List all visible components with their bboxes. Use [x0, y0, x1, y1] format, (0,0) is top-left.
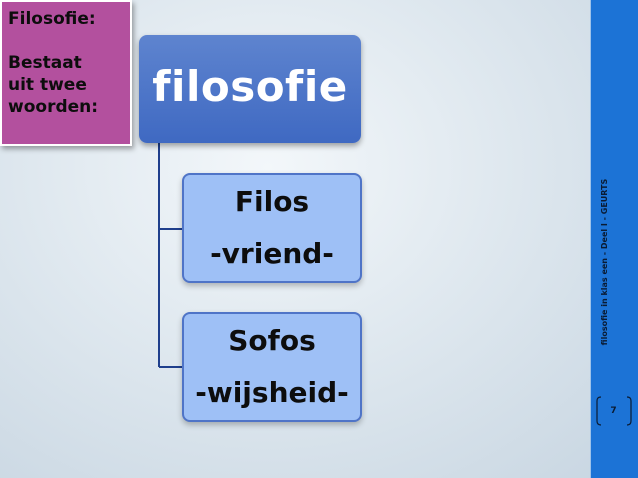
page-number: 7	[610, 406, 617, 416]
child-node-title: Sofos	[228, 324, 316, 357]
child-node-meaning: -wijsheid-	[195, 376, 349, 409]
root-node: filosofie	[139, 35, 361, 143]
child-node-sofos: Sofos -wijsheid-	[182, 312, 362, 422]
page-number-right-bracket-icon	[626, 396, 632, 426]
child-node-title: Filos	[234, 185, 310, 218]
child-node-filos: Filos -vriend-	[182, 173, 362, 283]
intro-callout-text: Filosofie: Bestaat uit twee woorden:	[8, 9, 99, 117]
side-bar-divider	[590, 0, 591, 478]
child-node-meaning: -vriend-	[210, 237, 334, 270]
page-number-left-bracket-icon	[596, 396, 602, 426]
intro-callout: Filosofie: Bestaat uit twee woorden:	[0, 0, 132, 146]
root-node-label: filosofie	[152, 61, 348, 111]
